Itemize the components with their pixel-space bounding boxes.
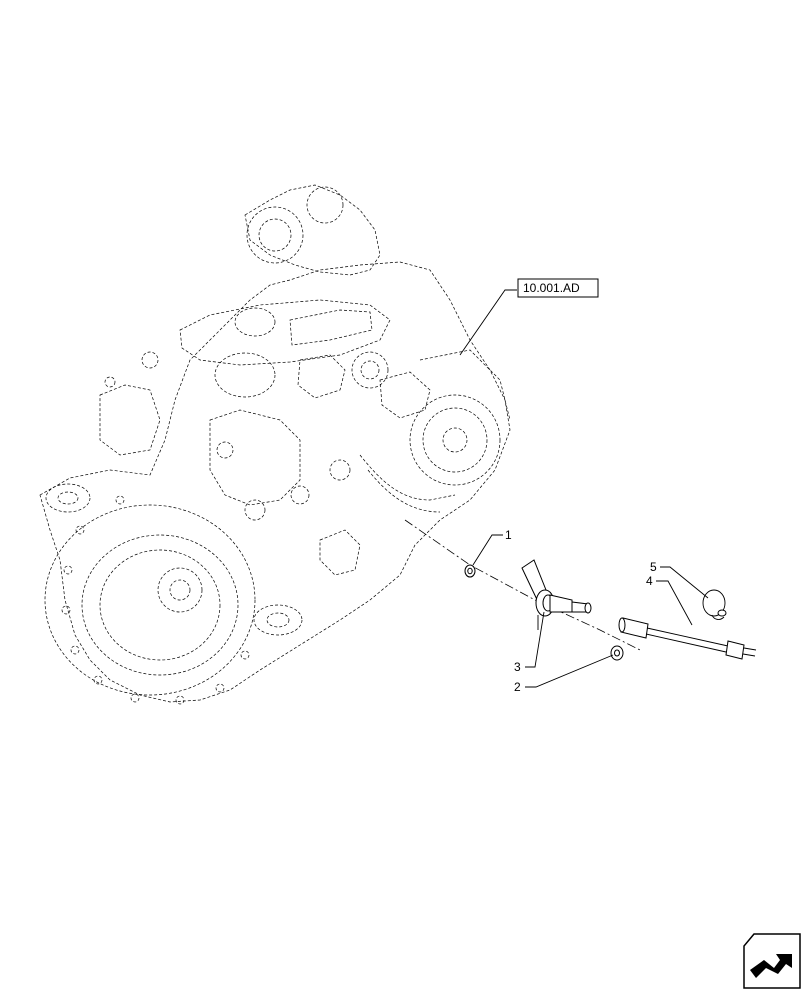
part-5-cap-ring [702, 589, 727, 620]
engine-assembly-outline [39, 184, 511, 705]
page-navigation-icon[interactable] [740, 930, 804, 992]
callout-5: 5 [650, 560, 657, 574]
part-2-nut [610, 645, 624, 661]
callout-4: 4 [646, 574, 653, 588]
callout-1: 1 [505, 528, 512, 542]
leader-lines [459, 289, 709, 688]
part-3-heater-element [521, 559, 592, 630]
part-4-power-cord [618, 617, 757, 660]
reference-label: 10.001.AD [523, 281, 580, 295]
reference-label-box[interactable]: 10.001.AD [517, 278, 599, 298]
assembly-centerline [404, 519, 641, 651]
callout-2: 2 [514, 680, 521, 694]
part-1-washer [464, 564, 476, 578]
callout-3: 3 [514, 660, 521, 674]
